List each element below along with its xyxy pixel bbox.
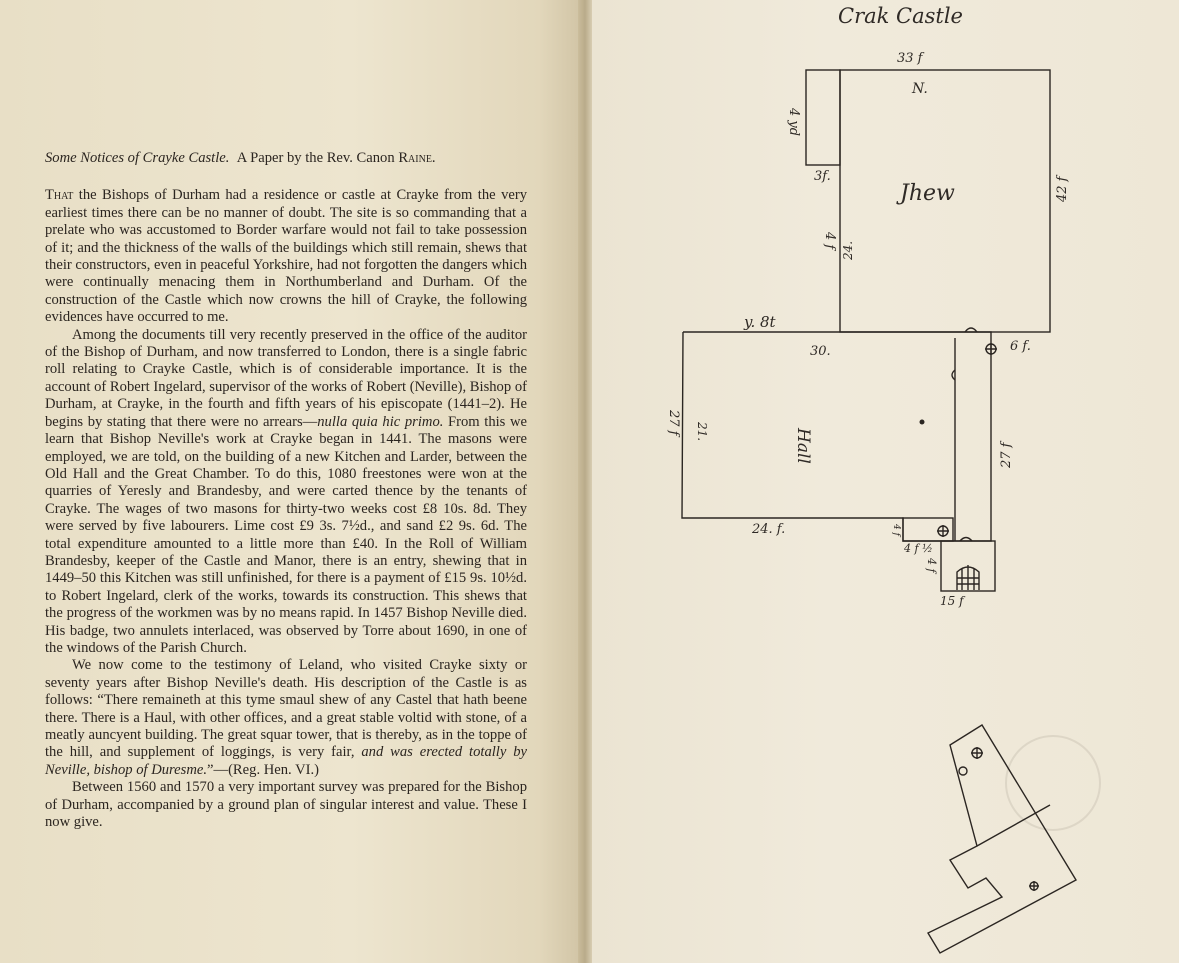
fragment-cross-2	[1029, 881, 1039, 891]
small-side-label: 4 yd	[786, 107, 801, 136]
inner-height-label: 24.	[841, 241, 855, 261]
well-cross-1	[985, 343, 997, 355]
paragraph-1: That the Bishops of Durham had a residen…	[45, 187, 527, 326]
inner-mark-label: 4 f	[822, 231, 837, 251]
article-author: Raine.	[398, 150, 436, 166]
article-text: Some Notices of Crayke Castle. A Paper b…	[45, 150, 527, 831]
paragraph-3: We now come to the testimony of Leland, …	[45, 657, 527, 779]
upper-side-label: 42 f	[1055, 174, 1070, 203]
lower-bottom-label: 24. f.	[751, 522, 785, 537]
paragraph-4-text: Between 1560 and 1570 a very important s…	[45, 779, 527, 831]
step-b-label: 4 f ½	[903, 542, 933, 555]
upper-room-label: Jhew	[896, 181, 955, 206]
step-c-label: 4 f	[925, 557, 938, 574]
door-mark-3	[959, 536, 973, 542]
tower-grid-mark	[956, 565, 980, 590]
mid-width-label: y. 8t	[743, 313, 777, 331]
article-heading: Some Notices of Crayke Castle. A Paper b…	[45, 150, 527, 167]
paragraph-3-text-a: We now come to the testimony of Leland, …	[45, 657, 527, 761]
lower-room-label: Hall	[793, 427, 813, 464]
paragraph-2-text-b: From this we learn that Bishop Neville's…	[45, 413, 527, 656]
six-f-label: 6 f.	[1010, 339, 1031, 354]
lower-left-inner-label: 21.	[695, 421, 709, 441]
book-gutter	[578, 0, 592, 963]
paragraph-1-text: the Bishops of Durham had a residence or…	[45, 187, 528, 326]
article-byline: A Paper by the Rev. Canon	[236, 150, 395, 166]
top-width-label: 33 f	[897, 51, 925, 66]
north-label: N.	[911, 81, 928, 97]
small-annex-outline	[805, 69, 841, 166]
door-mark-2	[951, 369, 956, 381]
three-f-label: 3f.	[814, 169, 831, 184]
paragraph-2: Among the documents till very recently p…	[45, 327, 527, 658]
library-stamp	[1005, 735, 1101, 831]
paragraph-1-lead: That	[45, 187, 74, 204]
center-dot	[919, 419, 925, 425]
small-tower-outline	[940, 540, 996, 592]
fragment-cross-1	[971, 747, 983, 759]
well-cross-2	[937, 525, 949, 537]
left-page: Some Notices of Crayke Castle. A Paper b…	[0, 0, 586, 963]
lower-left-outer-label: 27 f	[666, 409, 681, 438]
lower-hall-outline	[681, 331, 992, 542]
paragraph-3-text-b: ”—(Reg. Hen. VI.)	[207, 761, 319, 778]
lower-top-label: 30.	[810, 344, 831, 359]
paragraph-3-italic: and was erected totally by Neville, bish…	[45, 744, 527, 778]
step-a-label: 4 f	[891, 523, 901, 538]
paragraph-2-text-a: Among the documents till very recently p…	[45, 326, 527, 430]
plan-title: Crak Castle	[838, 4, 963, 28]
step-room-outline	[902, 517, 954, 542]
door-mark-1	[964, 327, 978, 333]
fifteen-f-label: 15 f	[940, 594, 966, 608]
fragment-door	[958, 766, 968, 776]
second-plan-fragment	[927, 724, 1077, 954]
right-side-label: 27 f	[999, 440, 1014, 469]
fragment-inner-line	[976, 804, 1051, 847]
paragraph-4: Between 1560 and 1570 a very important s…	[45, 779, 527, 831]
paragraph-2-italic: nulla quia hic primo.	[317, 413, 444, 430]
article-title: Some Notices of Crayke Castle.	[45, 150, 230, 166]
